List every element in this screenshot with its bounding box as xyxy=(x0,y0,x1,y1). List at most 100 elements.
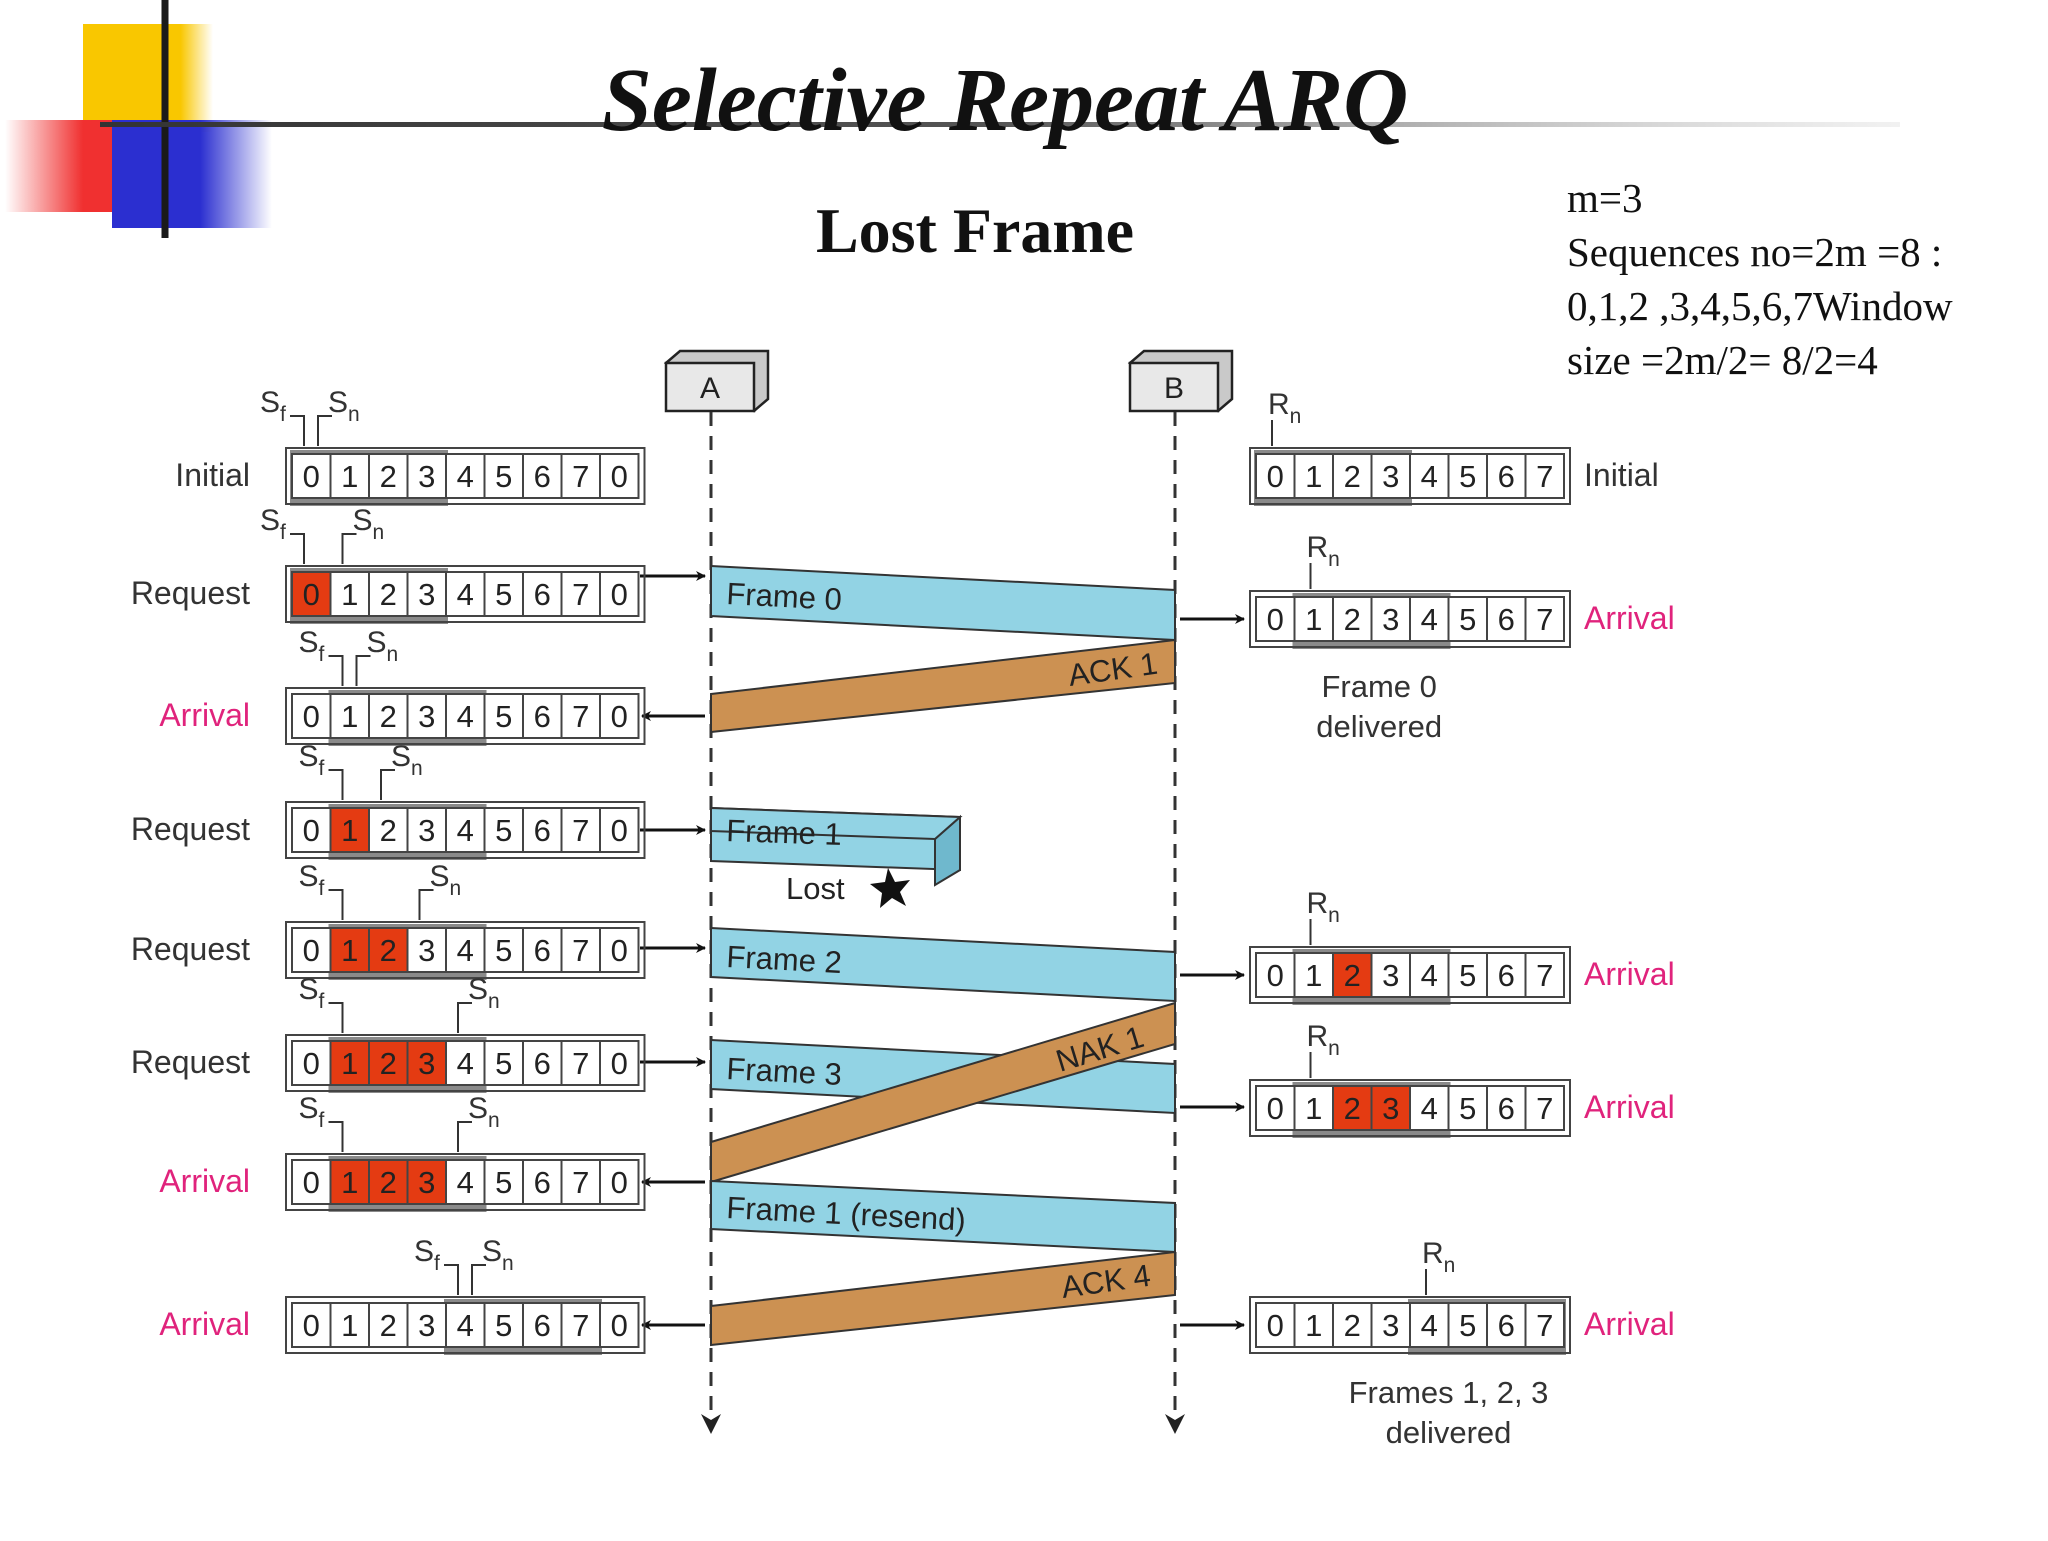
seq-cell xyxy=(291,807,332,853)
seq-number: 1 xyxy=(1305,602,1322,637)
row-label: Initial xyxy=(175,457,250,493)
seq-number: 0 xyxy=(1267,958,1284,993)
sn-pointer-subscript: n xyxy=(450,877,462,900)
rn-pointer-label: Rn xyxy=(1307,887,1340,927)
seq-cell xyxy=(406,927,447,973)
seq-cell xyxy=(599,1302,640,1348)
seq-number: 0 xyxy=(611,1046,628,1081)
deco-blue-square xyxy=(112,120,272,228)
seq-cell xyxy=(445,927,486,973)
sf-pointer-label: Sf xyxy=(299,740,325,780)
seq-number: 5 xyxy=(1459,1091,1476,1126)
seq-number: 4 xyxy=(457,1165,474,1200)
sf-pointer-tick xyxy=(328,889,344,920)
sn-pointer-tick xyxy=(457,1002,472,1033)
seq-number: 5 xyxy=(495,1165,512,1200)
seq-cell xyxy=(599,1040,640,1086)
seq-cell xyxy=(1293,453,1334,499)
sn-pointer-label: Sn xyxy=(468,1092,500,1132)
row-label: Arrival xyxy=(159,1163,250,1199)
seq-number: 6 xyxy=(534,459,551,494)
seq-number: 0 xyxy=(303,577,320,612)
seq-number: 1 xyxy=(341,1308,358,1343)
window-frame xyxy=(285,447,646,505)
seq-cell xyxy=(522,453,563,499)
seq-cell xyxy=(560,453,601,499)
seq-cell xyxy=(406,1302,447,1348)
seq-cell xyxy=(599,1159,640,1205)
seq-cell xyxy=(1409,453,1450,499)
seq-number: 0 xyxy=(303,1308,320,1343)
frame-label: Frame 3 xyxy=(726,1051,843,1092)
corner-decoration xyxy=(5,0,1900,238)
seq-cell xyxy=(329,571,370,617)
window-frame xyxy=(285,1296,646,1354)
seq-cell xyxy=(1524,596,1565,642)
row-label: Arrival xyxy=(1584,956,1675,992)
seq-number: 4 xyxy=(457,1046,474,1081)
seq-number: 0 xyxy=(611,813,628,848)
sf-pointer-label: Sf xyxy=(299,860,325,900)
seq-cell xyxy=(1409,596,1450,642)
seq-cell xyxy=(560,807,601,853)
seq-number: 5 xyxy=(495,577,512,612)
seq-cell xyxy=(599,571,640,617)
sf-pointer-label: Sf xyxy=(260,386,286,426)
sn-pointer-label: Sn xyxy=(482,1235,514,1275)
seq-cell xyxy=(1332,1302,1373,1348)
seq-number: 6 xyxy=(1498,602,1515,637)
sn-pointer-label: Sn xyxy=(367,626,399,666)
seq-number: 3 xyxy=(1382,602,1399,637)
rn-subscript: n xyxy=(1444,1254,1456,1277)
seq-number: 0 xyxy=(303,459,320,494)
seq-number: 4 xyxy=(457,459,474,494)
window-frame xyxy=(1249,1296,1571,1354)
seq-number: 7 xyxy=(1536,958,1553,993)
seq-number: 5 xyxy=(495,699,512,734)
seq-number: 4 xyxy=(1421,459,1438,494)
seq-number: 3 xyxy=(418,1165,435,1200)
seq-number: 1 xyxy=(341,1165,358,1200)
sf-pointer-subscript: f xyxy=(280,521,286,544)
seq-cell xyxy=(329,1302,370,1348)
seq-number: 1 xyxy=(1305,958,1322,993)
seq-number: 7 xyxy=(572,1165,589,1200)
seq-cell xyxy=(1447,952,1488,998)
sf-pointer-subscript: f xyxy=(319,643,325,666)
rn-subscript: n xyxy=(1328,904,1340,927)
seq-cell xyxy=(406,453,447,499)
window-frame xyxy=(1249,946,1571,1004)
window-frame xyxy=(285,921,646,979)
seq-cell xyxy=(291,927,332,973)
seq-cell xyxy=(445,1040,486,1086)
sn-pointer-subscript: n xyxy=(502,1252,514,1275)
sf-pointer-tick xyxy=(444,1264,459,1295)
seq-number: 6 xyxy=(534,577,551,612)
frame-label: Frame 0 xyxy=(726,576,843,617)
seq-number: 3 xyxy=(418,813,435,848)
seq-number: 2 xyxy=(1344,602,1361,637)
seq-number: 4 xyxy=(457,699,474,734)
seq-number: 0 xyxy=(1267,1308,1284,1343)
sf-pointer-subscript: f xyxy=(319,757,325,780)
seq-cell xyxy=(1486,596,1527,642)
seq-number: 6 xyxy=(1498,459,1515,494)
station-a-box xyxy=(664,361,756,413)
seq-number: 5 xyxy=(1459,958,1476,993)
seq-number: 2 xyxy=(1344,958,1361,993)
seq-number: 3 xyxy=(418,933,435,968)
rn-pointer-label: Rn xyxy=(1268,388,1301,428)
seq-number: 2 xyxy=(380,1165,397,1200)
seq-cell xyxy=(560,1302,601,1348)
seq-cell xyxy=(599,927,640,973)
seq-cell xyxy=(291,1302,332,1348)
seq-cell xyxy=(368,1302,409,1348)
